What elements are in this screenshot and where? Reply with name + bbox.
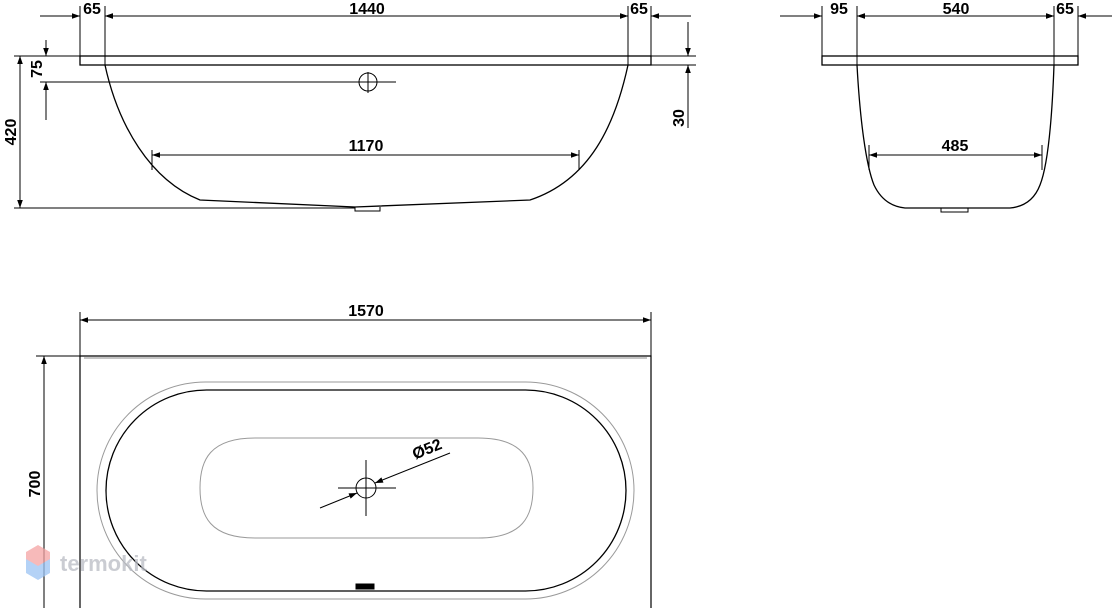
end-view-rim <box>821 55 1079 66</box>
dim-label-rim-thickness: 30 <box>671 109 688 127</box>
dim-label-end-rim-right: 65 <box>1056 1 1074 18</box>
dim-label-total-width: 700 <box>27 471 44 498</box>
end-view-body <box>856 64 1055 209</box>
dim-label-drain-diameter: Ø52 <box>410 436 445 463</box>
dim-label-rim-right: 65 <box>630 1 648 18</box>
top-view-outer-rim <box>79 355 652 608</box>
dim-line-drain-diameter-r <box>374 452 451 484</box>
dim-label-total-length: 1570 <box>348 303 384 320</box>
termokit-logo-icon <box>26 545 50 580</box>
top-view-bottom-area <box>199 437 534 539</box>
dim-label-rim-left: 65 <box>83 1 101 18</box>
dim-label-end-bottom-width: 485 <box>942 138 969 155</box>
dim-label-bottom-length: 1170 <box>349 138 384 155</box>
dim-label-total-height: 420 <box>3 119 20 146</box>
dim-line-drain-diameter <box>319 492 358 509</box>
end-view-drain <box>940 208 969 213</box>
termokit-watermark: termokit <box>26 545 147 580</box>
side-view-drain <box>354 207 381 212</box>
side-view-body <box>104 64 629 208</box>
dim-label-end-inner-width: 540 <box>943 1 970 18</box>
dim-label-drain-offset: 75 <box>29 60 46 78</box>
side-view <box>14 6 696 212</box>
top-view <box>36 312 652 608</box>
dim-label-end-rim-left: 95 <box>830 1 848 18</box>
side-view-rim <box>79 55 652 66</box>
end-view <box>780 6 1112 213</box>
dim-label-inner-length: 1440 <box>349 1 385 18</box>
termokit-logo-text: termokit <box>60 551 147 576</box>
top-view-outer-oval <box>96 381 635 600</box>
top-view-inner-oval <box>105 389 627 592</box>
top-view-overflow <box>355 583 375 590</box>
